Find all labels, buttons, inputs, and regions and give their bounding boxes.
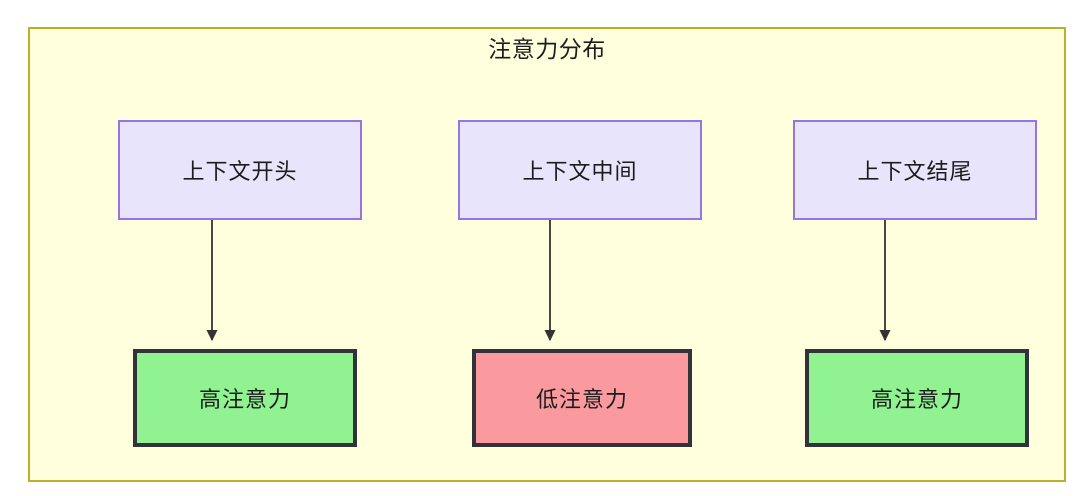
node-context-middle[interactable]: 上下文中间	[458, 120, 702, 220]
node-attention-high-start-label: 高注意力	[198, 388, 291, 413]
node-context-end[interactable]: 上下文结尾	[793, 120, 1037, 220]
node-context-start-label: 上下文开头	[182, 160, 298, 185]
node-attention-high-start[interactable]: 高注意力	[133, 349, 357, 447]
node-attention-high-end-label: 高注意力	[870, 388, 963, 413]
node-attention-low-middle-label: 低注意力	[535, 388, 628, 413]
node-context-start[interactable]: 上下文开头	[118, 120, 362, 220]
subgraph-title: 注意力分布	[488, 37, 606, 63]
node-attention-high-end[interactable]: 高注意力	[805, 349, 1029, 447]
node-context-middle-label: 上下文中间	[522, 160, 638, 185]
node-attention-low-middle[interactable]: 低注意力	[472, 349, 692, 447]
attention-distribution-subgraph: 注意力分布 上下文开头 上下文中间 上下文结尾 高注意力 低	[28, 27, 1066, 482]
node-context-end-label: 上下文结尾	[857, 160, 973, 185]
